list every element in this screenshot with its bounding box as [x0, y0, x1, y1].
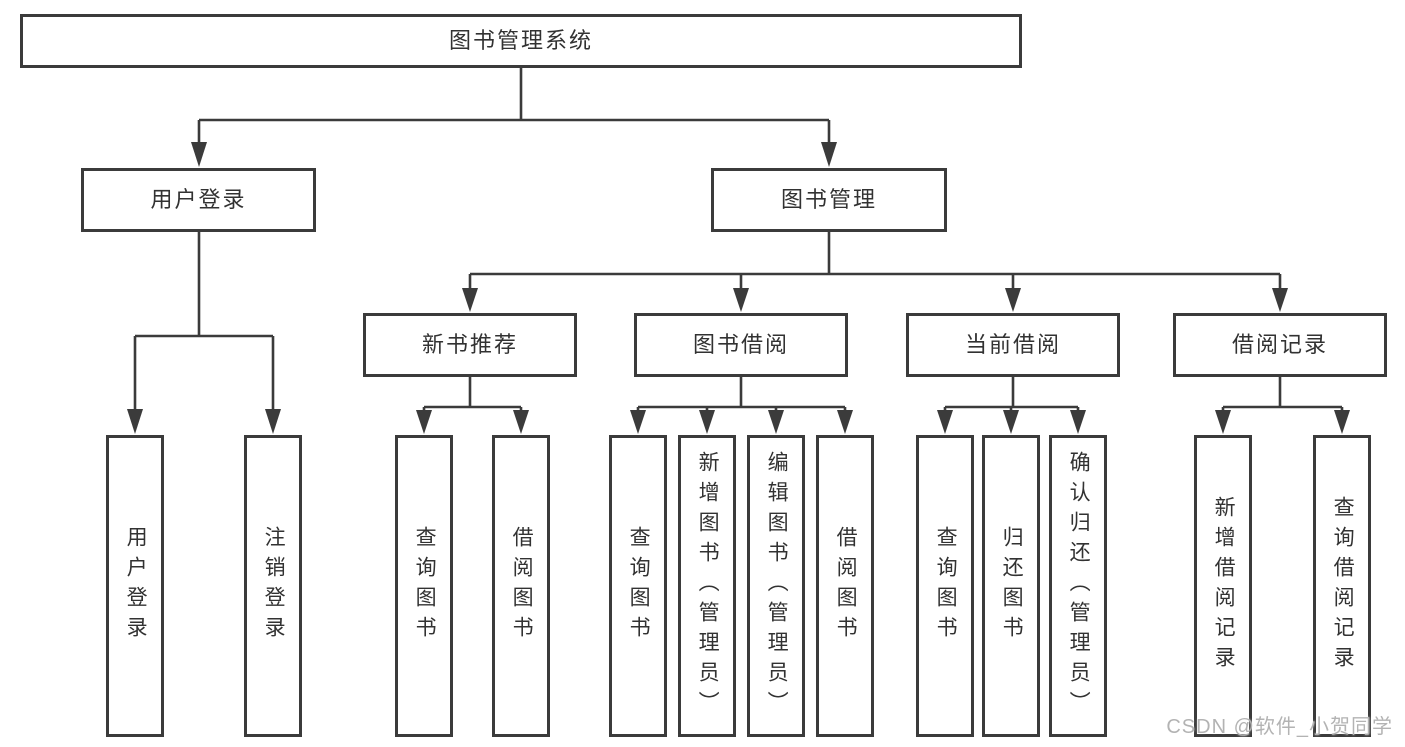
- leaf-query-book-recommend: 查询图书: [395, 435, 453, 737]
- node-borrow-records: 借阅记录: [1173, 313, 1387, 377]
- leaf-query-borrow-record: 查询借阅记录: [1313, 435, 1371, 737]
- leaf-edit-book-admin: 编辑图书（管理员）: [747, 435, 805, 737]
- connector-current-borrow: [937, 376, 1086, 434]
- connector-borrow-records: [1215, 376, 1350, 434]
- connector-book-management: [462, 232, 1288, 312]
- leaf-add-book-admin: 新增图书（管理员）: [678, 435, 736, 737]
- leaf-query-book-current: 查询图书: [916, 435, 974, 737]
- node-user-login: 用户登录: [81, 168, 316, 232]
- connector-root: [191, 68, 837, 167]
- node-current-borrow: 当前借阅: [906, 313, 1120, 377]
- node-book-borrow: 图书借阅: [634, 313, 848, 377]
- leaf-confirm-return-admin: 确认归还（管理员）: [1049, 435, 1107, 737]
- connector-user-login: [127, 232, 281, 434]
- node-book-management: 图书管理: [711, 168, 947, 232]
- leaf-user-login: 用户登录: [106, 435, 164, 737]
- node-new-book-recommend: 新书推荐: [363, 313, 577, 377]
- leaf-return-book: 归还图书: [982, 435, 1040, 737]
- connector-new-book: [416, 376, 529, 434]
- leaf-query-book-borrow: 查询图书: [609, 435, 667, 737]
- connector-book-borrow: [630, 376, 853, 434]
- leaf-logout: 注销登录: [244, 435, 302, 737]
- leaf-borrow-book-recommend: 借阅图书: [492, 435, 550, 737]
- node-root-library-system: 图书管理系统: [20, 14, 1022, 68]
- leaf-add-borrow-record: 新增借阅记录: [1194, 435, 1252, 737]
- leaf-borrow-book: 借阅图书: [816, 435, 874, 737]
